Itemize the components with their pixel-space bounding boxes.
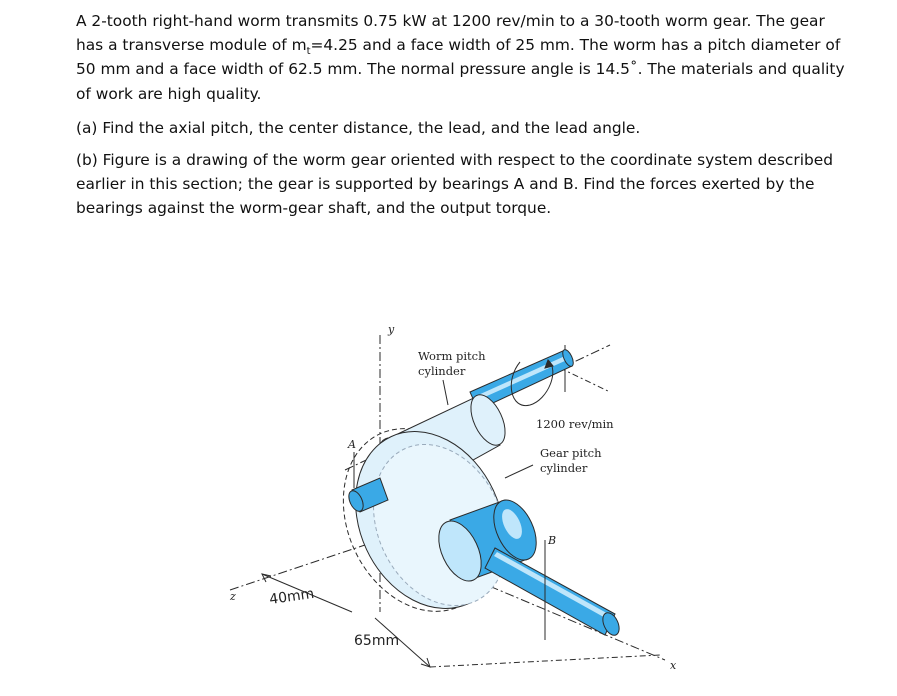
dimension-40-label: 40mm	[268, 586, 315, 608]
output-shaft	[484, 540, 620, 640]
module-subscript: t	[306, 46, 311, 58]
worm-pitch-label: Worm pitch	[418, 349, 486, 363]
part-a-question: (a) Find the axial pitch, the center dis…	[76, 118, 641, 137]
axis-x-label: x	[670, 659, 677, 672]
z-axis-line	[229, 539, 381, 591]
problem-paragraph: A 2-tooth right-hand worm transmits 0.75…	[76, 9, 846, 106]
problem-text-1: A 2-tooth right-hand worm transmits 0.75…	[76, 12, 825, 55]
speed-label: 1200 rev/min	[536, 417, 614, 431]
bearing-b-label: B	[547, 534, 556, 547]
gear-pitch-label-2: cylinder	[540, 461, 588, 475]
problem-text-2: =4.25 and a face width of 25 mm. The wor…	[76, 36, 845, 103]
problem-statement: A 2-tooth right-hand worm transmits 0.75…	[76, 9, 846, 231]
leader-lines	[261, 379, 661, 668]
axis-y-label: y	[387, 323, 395, 336]
bearing-a-label: A	[347, 438, 356, 451]
gear-pitch-label: Gear pitch	[540, 446, 602, 460]
axis-z-label: z	[229, 590, 236, 603]
worm-shaft	[469, 349, 574, 411]
part-b-question: (b) Figure is a drawing of the worm gear…	[76, 151, 833, 218]
bearing-a-shaft	[348, 452, 389, 513]
dimension-65-label: 65mm	[354, 633, 399, 649]
worm-pitch-label-2: cylinder	[418, 364, 466, 378]
worm-axis-end	[559, 367, 611, 393]
